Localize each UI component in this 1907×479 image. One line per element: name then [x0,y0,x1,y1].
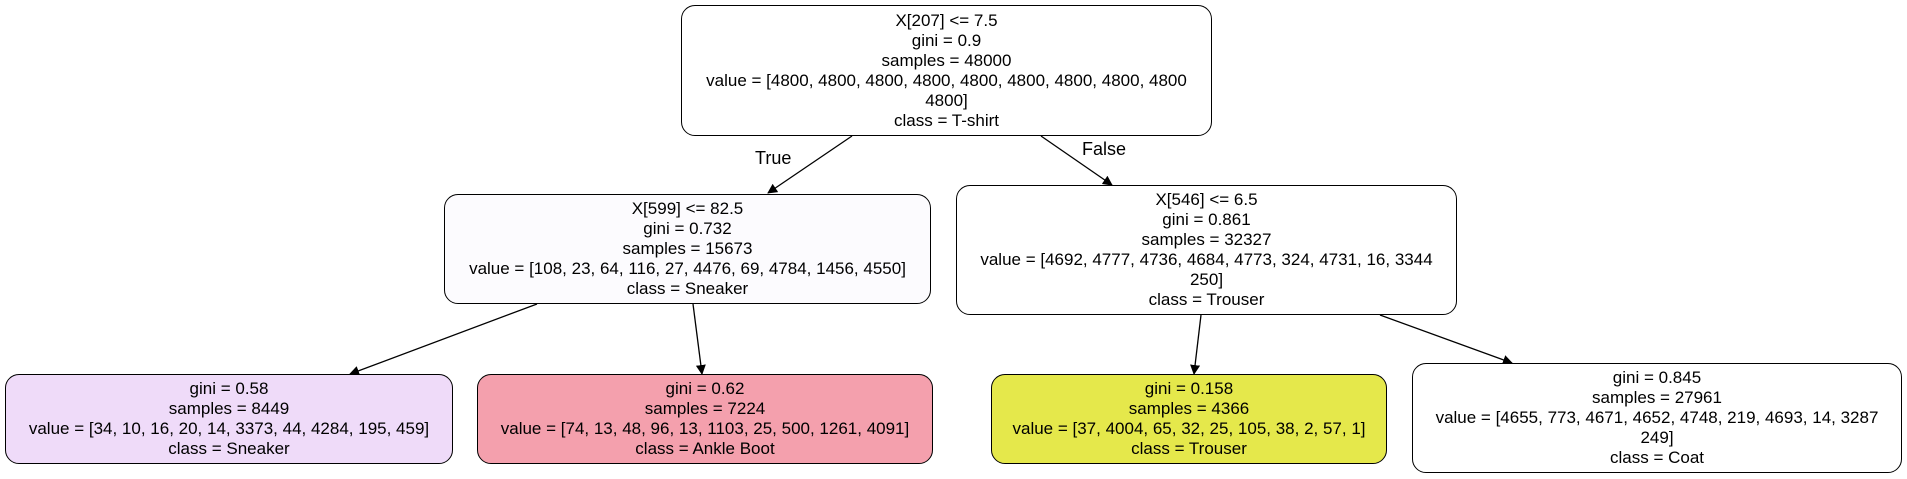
node-class: class = Sneaker [168,439,290,458]
node-samples: samples = 15673 [622,239,753,258]
edge-left-ll [349,303,538,376]
node-split: X[599] <= 82.5 [631,199,744,218]
node-samples: samples = 7224 [644,399,766,418]
node-gini: gini = 0.861 [1162,210,1251,229]
node-class: class = T-shirt [893,110,1000,130]
node-value-cont: 249] [1640,428,1674,447]
node-value: value = [4655, 773, 4671, 4652, 4748, 21… [1435,408,1879,427]
node-samples: samples = 27961 [1592,388,1722,407]
node-samples: samples = 8449 [168,399,290,418]
node-value-cont: 250] [1189,270,1224,289]
node-value: value = [4692, 4777, 4736, 4684, 4773, 3… [980,250,1433,269]
tree-node-right: X[546] <= 6.5 gini = 0.861 samples = 323… [956,185,1457,315]
node-class: class = Coat [1609,448,1704,467]
node-class: class = Trouser [1148,290,1265,309]
node-value: value = [74, 13, 48, 96, 13, 1103, 25, 5… [500,419,910,438]
node-value: value = [34, 10, 16, 20, 14, 3373, 44, 4… [28,419,430,438]
node-value-cont: 4800] [925,90,968,110]
node-value: value = [108, 23, 64, 116, 27, 4476, 69,… [469,259,906,278]
tree-leaf-lr: gini = 0.62 samples = 7224 value = [74, … [477,374,933,464]
node-gini: gini = 0.158 [1144,379,1234,398]
tree-leaf-ll: gini = 0.58 samples = 8449 value = [34, … [5,374,453,464]
edge-label-true: True [755,148,792,168]
node-gini: gini = 0.845 [1612,368,1702,387]
node-split: X[207] <= 7.5 [895,10,998,30]
edge-left-lr [692,303,706,375]
edge-right-rl [1190,314,1202,375]
edge-root-left [767,135,853,194]
tree-leaf-rl: gini = 0.158 samples = 4366 value = [37,… [991,374,1387,464]
node-gini: gini = 0.9 [911,30,982,50]
node-gini: gini = 0.732 [643,219,732,238]
node-samples: samples = 48000 [881,50,1012,70]
edge-root-right [1040,135,1113,186]
edge-label-false: False [1082,139,1127,159]
tree-node-left: X[599] <= 82.5 gini = 0.732 samples = 15… [444,194,931,304]
node-split: X[546] <= 6.5 [1155,190,1258,209]
node-class: class = Sneaker [626,279,749,298]
node-value: value = [37, 4004, 65, 32, 25, 105, 38, … [1012,419,1366,438]
edge-right-rr [1379,314,1513,365]
node-gini: gini = 0.62 [665,379,745,398]
node-gini: gini = 0.58 [189,379,269,398]
node-value: value = [4800, 4800, 4800, 4800, 4800, 4… [706,70,1187,90]
node-samples: samples = 32327 [1141,230,1272,249]
node-class: class = Trouser [1131,439,1247,458]
node-samples: samples = 4366 [1128,399,1250,418]
tree-node-root: X[207] <= 7.5 gini = 0.9 samples = 48000… [681,5,1212,136]
tree-leaf-rr: gini = 0.845 samples = 27961 value = [46… [1412,363,1902,473]
node-class: class = Ankle Boot [635,439,775,458]
